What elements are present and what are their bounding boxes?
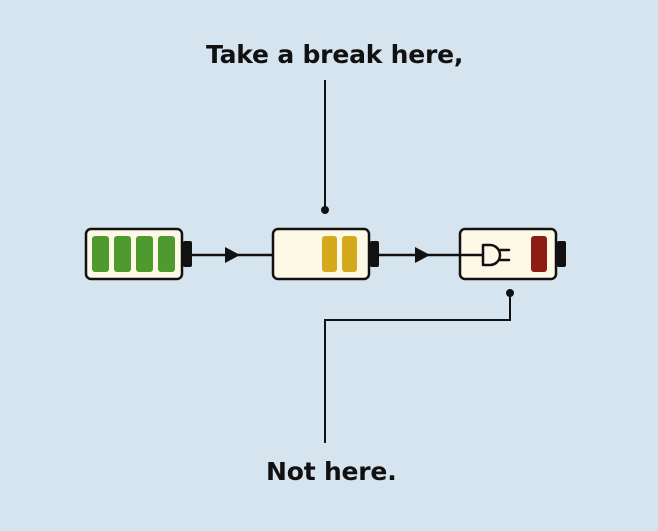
battery-cell xyxy=(92,236,109,272)
battery-terminal xyxy=(557,241,566,267)
battery-terminal xyxy=(183,241,192,267)
battery-cell xyxy=(136,236,153,272)
battery-cells xyxy=(322,236,357,272)
battery-cell xyxy=(114,236,131,272)
top-callout-dot xyxy=(321,206,329,214)
battery-half xyxy=(271,227,379,281)
battery-cells xyxy=(92,236,175,272)
battery-terminal xyxy=(370,241,379,267)
take-a-break-label: Take a break here, xyxy=(206,40,464,69)
callout-lines xyxy=(321,80,514,443)
flow-arrows xyxy=(192,247,460,263)
battery-cell xyxy=(158,236,175,272)
bottom-callout-line xyxy=(324,293,511,443)
arrow-head-1 xyxy=(225,247,240,263)
battery-cell xyxy=(322,236,337,272)
not-here-label: Not here. xyxy=(266,457,397,486)
battery-full xyxy=(84,227,192,281)
battery-cells xyxy=(531,236,547,272)
bottom-callout-dot xyxy=(506,289,514,297)
plug-icon xyxy=(460,243,511,267)
battery-cell xyxy=(342,236,357,272)
arrow-head-2 xyxy=(415,247,430,263)
battery-low xyxy=(458,227,566,281)
battery-cell xyxy=(531,236,547,272)
